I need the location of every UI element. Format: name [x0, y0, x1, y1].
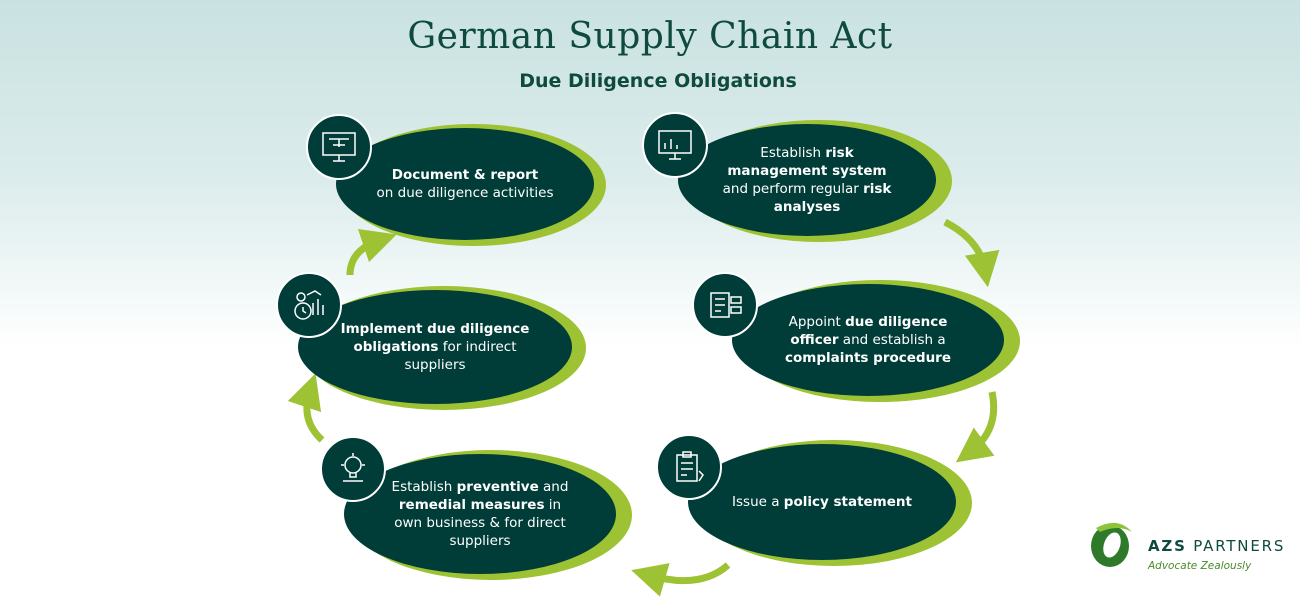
step-text: and establish a	[838, 332, 946, 348]
logo-name-bold: AZS	[1148, 537, 1187, 555]
step-text: in own business & for direct suppliers	[394, 497, 566, 549]
step-text: Implement due diligence obligations	[340, 321, 530, 355]
step-text: due diligence officer	[790, 314, 948, 348]
step-text: for indirect suppliers	[404, 339, 517, 373]
arrow-2-to-3	[955, 391, 998, 463]
analytics-monitor-icon	[642, 112, 708, 178]
step-text: and perform regular	[722, 181, 864, 197]
lightbulb-shield-icon	[320, 436, 386, 502]
step-text: risk management system	[727, 145, 887, 179]
officer-checklist-icon	[692, 272, 758, 338]
gear-clock-chart-icon	[276, 272, 342, 338]
logo-name: AZS PARTNERS	[1148, 537, 1285, 555]
arrow-5-to-6	[346, 228, 397, 276]
step-text: on due diligence activities	[376, 185, 554, 201]
step-text: preventive	[456, 479, 539, 495]
policy-clipboard-icon	[656, 434, 722, 500]
step-text: remedial measures	[398, 497, 545, 513]
step-text: Appoint	[788, 314, 846, 330]
monitor-flowchart-icon	[306, 114, 372, 180]
arrow-4-to-5	[287, 373, 325, 443]
logo-name-rest: PARTNERS	[1186, 537, 1286, 555]
step-text: Document & report	[391, 167, 539, 183]
page-subtitle: Due Diligence Obligations	[519, 70, 797, 92]
page-title: German Supply Chain Act	[407, 16, 893, 57]
step-text: complaints procedure	[784, 350, 951, 366]
step-text: and	[538, 479, 569, 495]
step-text: risk analyses	[773, 181, 892, 215]
step-text: Issue a	[732, 494, 784, 510]
step-text: policy statement	[783, 494, 912, 510]
arrow-3-to-4	[631, 562, 731, 597]
arrow-1-to-2	[943, 218, 1000, 288]
step-text: Establish	[760, 145, 826, 161]
step-text: Establish	[391, 479, 457, 495]
azs-partners-logo	[1091, 522, 1132, 567]
logo-tagline: Advocate Zealously	[1148, 560, 1252, 572]
